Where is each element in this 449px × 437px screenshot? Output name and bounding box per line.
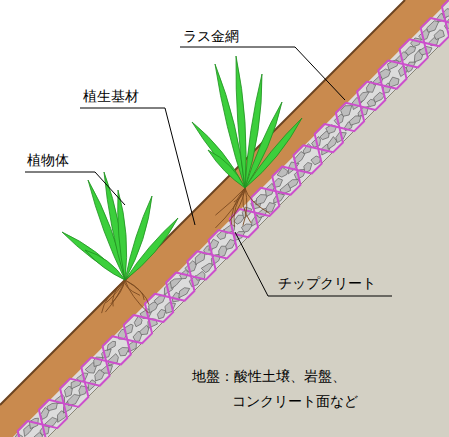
part-label: 植物体 [27, 152, 69, 170]
chip-stone [140, 325, 149, 334]
leaf [85, 250, 125, 280]
chip-stone [427, 21, 439, 32]
leaf [62, 232, 125, 280]
leaf [245, 74, 262, 188]
plant-leaves [62, 56, 302, 280]
part-label: 植生基材 [83, 88, 139, 106]
chip-stone [107, 341, 115, 350]
part-label: チップクリート [278, 275, 376, 293]
mesh-hexagon [60, 379, 88, 407]
mesh-hexagon [421, 18, 449, 46]
leaf [125, 218, 178, 280]
mesh-hexagon [251, 188, 279, 216]
mesh-hexagon [39, 400, 67, 428]
root-line [125, 280, 144, 300]
chip-stone [405, 46, 415, 55]
mesh-hexagon [336, 103, 364, 131]
chip-stone [328, 137, 337, 150]
root-line [215, 188, 245, 228]
ground-surface [48, 36, 449, 437]
chip-stone [434, 30, 444, 40]
root-line [125, 280, 149, 313]
layer-edge [0, 0, 405, 405]
mesh-hexagon [103, 336, 131, 364]
leader-line [80, 108, 195, 225]
mesh-hexagon [400, 39, 428, 67]
part-label: 地盤：酸性土壌、岩盤、 コンクリート面など [192, 364, 432, 413]
chip-stone [359, 92, 369, 103]
mesh-hexagon [187, 251, 215, 279]
mesh-hexagon [81, 357, 109, 385]
chip-stone [47, 403, 58, 411]
root-line [245, 188, 270, 214]
chip-stone [195, 252, 205, 264]
chip-stone [185, 261, 197, 272]
leaf [192, 122, 245, 188]
chip-stone [349, 116, 361, 126]
chip-stone [201, 263, 213, 272]
leaf [118, 190, 127, 280]
mesh-hexagon [315, 124, 343, 152]
mesh-hexagon [166, 273, 194, 301]
mesh-hexagon [209, 230, 237, 258]
chip-stone [157, 309, 165, 319]
chip-stone [170, 279, 182, 289]
leader-line [25, 172, 125, 205]
root-line [125, 280, 140, 295]
mesh-hexagon [357, 82, 385, 110]
leaf [208, 150, 245, 188]
mesh-hexagon [378, 60, 406, 88]
leaf [236, 56, 246, 188]
mesh-hexagon [145, 294, 173, 322]
mesh-hexagon [442, 0, 449, 25]
mesh-hexagon [124, 315, 152, 343]
chip-stone [118, 348, 129, 356]
mesh-hexagon [293, 145, 321, 173]
part-label: ラス金網 [183, 28, 239, 46]
chip-stone [380, 69, 391, 79]
root-line [102, 280, 125, 313]
chip-stone [389, 77, 399, 87]
ground-area [48, 36, 449, 437]
root-line [243, 188, 251, 223]
leader-line [235, 232, 392, 296]
root-line [105, 280, 125, 312]
leader-line [180, 47, 345, 100]
mesh-hexagon [272, 166, 300, 194]
root-line [106, 280, 125, 303]
